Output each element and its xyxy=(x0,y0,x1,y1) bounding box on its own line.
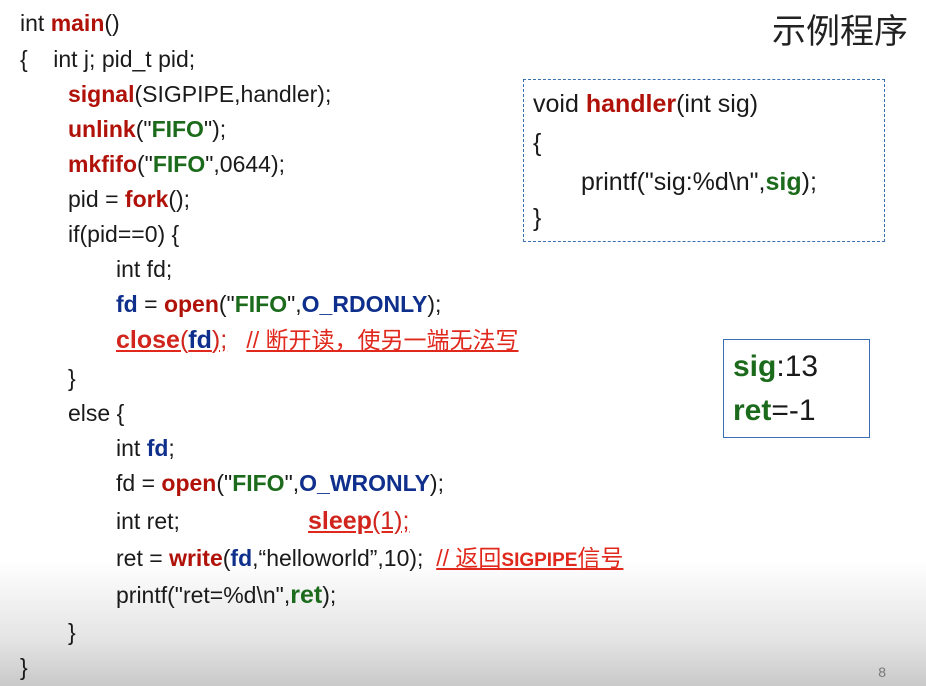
code-token: write xyxy=(169,545,223,571)
handler-code-box: void handler(int sig) { printf("sig:%d\n… xyxy=(523,79,885,242)
code-token: (" xyxy=(135,116,152,142)
code-line: close(fd); // 断开读，使另一端无法写 xyxy=(116,325,519,355)
code-token: (" xyxy=(218,291,235,317)
code-token: FIFO xyxy=(152,151,206,177)
code-token: int xyxy=(20,10,51,36)
code-token: 信号 xyxy=(577,545,624,571)
code-line: int ret; xyxy=(116,508,180,534)
code-token: ; xyxy=(168,435,175,461)
code-line: pid = fork(); xyxy=(68,184,190,214)
slide-title: 示例程序 xyxy=(772,12,908,52)
code-token: (int sig) xyxy=(676,90,759,118)
code-line: fd = open("FIFO",O_WRONLY); xyxy=(116,468,444,498)
code-token: (1); xyxy=(371,507,410,535)
output-line: ret=-1 xyxy=(733,389,816,433)
code-token: close xyxy=(116,326,180,354)
code-token: ,“helloworld”,10); xyxy=(252,545,424,571)
code-token: pid = xyxy=(68,186,125,212)
code-token: :13 xyxy=(776,350,819,383)
code-token: =-1 xyxy=(771,394,816,427)
code-token: sig xyxy=(733,350,777,383)
page-number: 8 xyxy=(878,664,886,680)
code-token: ret = xyxy=(116,545,170,571)
code-token: ret xyxy=(290,581,323,609)
code-token: (" xyxy=(216,470,233,496)
code-token: ); xyxy=(322,582,337,608)
code-token: FIFO xyxy=(234,291,288,317)
code-line: printf("sig:%d\n",sig); xyxy=(581,164,817,201)
code-line: { xyxy=(533,129,542,157)
code-token: printf("sig:%d\n", xyxy=(581,168,766,196)
sleep-call: sleep(1); xyxy=(308,506,409,536)
code-token: fork xyxy=(124,186,169,212)
close-call: close(fd); xyxy=(116,326,227,354)
code-line: int fd; xyxy=(116,256,173,282)
code-token: (); xyxy=(168,186,191,212)
code-line: } xyxy=(68,365,76,391)
code-token: "); xyxy=(203,116,227,142)
code-line: } xyxy=(533,204,542,232)
code-token: sleep xyxy=(308,507,372,535)
code-line: ret = write(fd,“helloworld”,10); // 返回SI… xyxy=(116,543,623,576)
code-token: handler xyxy=(585,90,677,118)
code-token: mkfifo xyxy=(68,151,137,177)
code-token: fd xyxy=(146,435,169,461)
code-token: = xyxy=(137,291,164,317)
code-line: int main() xyxy=(20,8,120,38)
code-token: void xyxy=(533,90,586,118)
code-token: ); xyxy=(801,168,817,196)
code-line: fd = open("FIFO",O_RDONLY); xyxy=(116,289,441,319)
code-token: ( xyxy=(222,545,231,571)
code-token: O_WRONLY xyxy=(299,470,430,496)
code-token: fd xyxy=(230,545,253,571)
code-token: (" xyxy=(137,151,153,177)
code-token: fd xyxy=(188,326,212,354)
code-line: if(pid==0) { xyxy=(68,221,180,247)
code-token: int xyxy=(116,435,147,461)
output-line: sig:13 xyxy=(733,345,818,389)
code-line: } xyxy=(20,654,28,680)
code-line: { int j; pid_t pid; xyxy=(20,46,196,72)
code-token: FIFO xyxy=(151,116,204,142)
code-token: ); xyxy=(429,470,444,496)
code-token: printf("ret=%d\n", xyxy=(116,582,291,608)
code-line: int fd; xyxy=(116,433,175,463)
code-token: FIFO xyxy=(232,470,285,496)
code-token: ); xyxy=(427,291,442,317)
code-token: ); xyxy=(211,326,228,354)
code-line: } xyxy=(68,619,76,645)
code-token: unlink xyxy=(68,116,136,142)
code-token: fd xyxy=(116,291,138,317)
code-token: SIGPIPE xyxy=(501,550,578,571)
code-token: ", xyxy=(287,291,302,317)
code-line: printf("ret=%d\n",ret); xyxy=(116,580,336,610)
code-line: mkfifo("FIFO",0644); xyxy=(68,149,285,179)
code-line: void handler(int sig) xyxy=(533,86,758,123)
code-line: signal(SIGPIPE,handler); xyxy=(68,79,331,109)
code-token: sig xyxy=(765,168,802,196)
code-token: fd = xyxy=(116,470,162,496)
code-line: else { xyxy=(68,400,125,426)
code-token: () xyxy=(104,10,120,36)
code-line: unlink("FIFO"); xyxy=(68,114,226,144)
code-token: ret xyxy=(733,394,772,427)
code-token: // 返回 xyxy=(436,545,502,571)
code-token: main xyxy=(50,10,105,36)
code-token: signal xyxy=(68,81,135,107)
code-token: open xyxy=(161,470,217,496)
code-token: open xyxy=(163,291,219,317)
code-token: ",0644); xyxy=(205,151,285,177)
code-token: O_RDONLY xyxy=(301,291,428,317)
output-result-box: sig:13 ret=-1 xyxy=(723,339,870,438)
code-comment: // 返回SIGPIPE信号 xyxy=(436,545,623,571)
code-token: (SIGPIPE,handler); xyxy=(134,81,332,107)
code-comment: // 断开读，使另一端无法写 xyxy=(246,327,519,353)
code-token: ", xyxy=(284,470,300,496)
code-token: ( xyxy=(179,326,189,354)
